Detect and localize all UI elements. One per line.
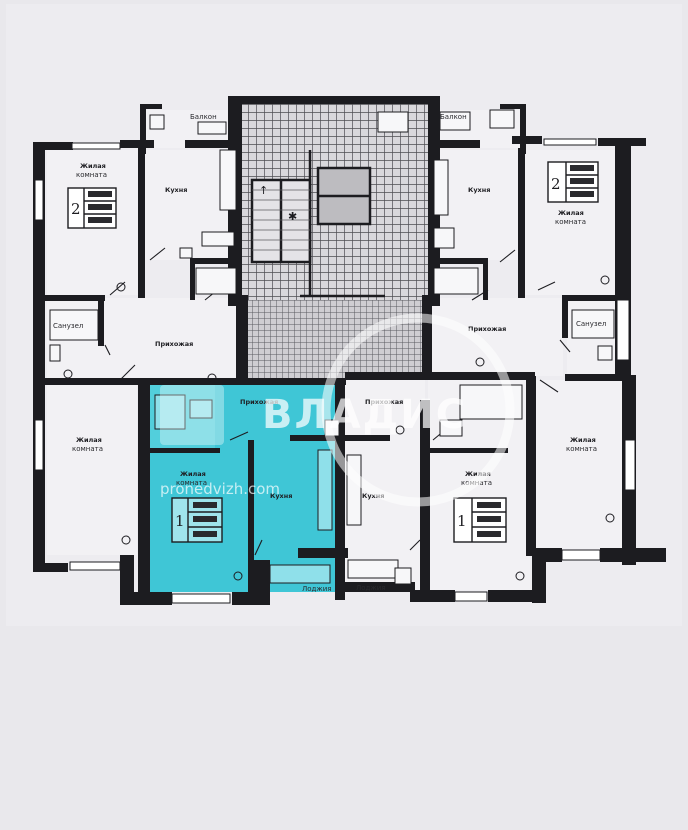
watermark: ВЛАДИС pronedvizh.com	[160, 313, 515, 507]
hall-label: Прихожая	[365, 398, 403, 406]
living-sub-label: комната	[76, 171, 107, 179]
sink-icon	[63, 275, 615, 581]
stair-flights	[250, 150, 385, 298]
loggia-label: Лоджия	[302, 585, 331, 593]
loggia-label: Лоджия	[356, 584, 385, 592]
watermark-brand: ВЛАДИС	[262, 392, 467, 438]
stair-arrow-icon: ↑	[259, 184, 268, 197]
room-labels: Жилая комната Кухня Балкон Санузел Прихо…	[53, 113, 606, 593]
rooms-count-top-right: 2	[551, 175, 561, 193]
door-swings	[104, 247, 571, 556]
living-label: Жилая	[76, 436, 102, 444]
kitchen-label: Кухня	[165, 186, 187, 194]
living-label: Жилая	[180, 470, 206, 478]
table-cells	[88, 165, 594, 537]
living-sub-label: комната	[72, 445, 103, 453]
rooms-count-highlighted: 1	[175, 512, 185, 530]
stair-arrow-icon: ✱	[288, 210, 297, 223]
living-label: Жилая	[558, 209, 584, 217]
kitchen-label: Кухня	[362, 492, 384, 500]
living-sub-label: комната	[566, 445, 597, 453]
kitchen-label: Кухня	[270, 492, 292, 500]
hall-label: Прихожая	[468, 325, 506, 333]
bath-label: Санузел	[576, 320, 606, 328]
hall-label: Прихожая	[155, 340, 193, 348]
watermark-site: pronedvizh.com	[160, 480, 280, 498]
balcony-label: Балкон	[440, 113, 467, 121]
watermark-logo-icon	[160, 385, 224, 445]
balcony-label: Балкон	[190, 113, 217, 121]
living-sub-label: комната	[555, 218, 586, 226]
hall-label: Прихожая	[240, 398, 278, 406]
fixtures	[49, 109, 615, 585]
kitchen-label: Кухня	[468, 186, 490, 194]
bath-label: Санузел	[53, 322, 83, 330]
stair-treads	[252, 189, 310, 251]
watermark-ring	[321, 313, 515, 507]
rooms-count-top-left: 2	[71, 200, 81, 218]
windows	[34, 138, 636, 604]
living-label: Жилая	[80, 162, 106, 170]
rooms-count-bottom-right: 1	[457, 512, 467, 530]
living-label: Жилая	[570, 436, 596, 444]
living-sub-label: комната	[176, 479, 207, 487]
